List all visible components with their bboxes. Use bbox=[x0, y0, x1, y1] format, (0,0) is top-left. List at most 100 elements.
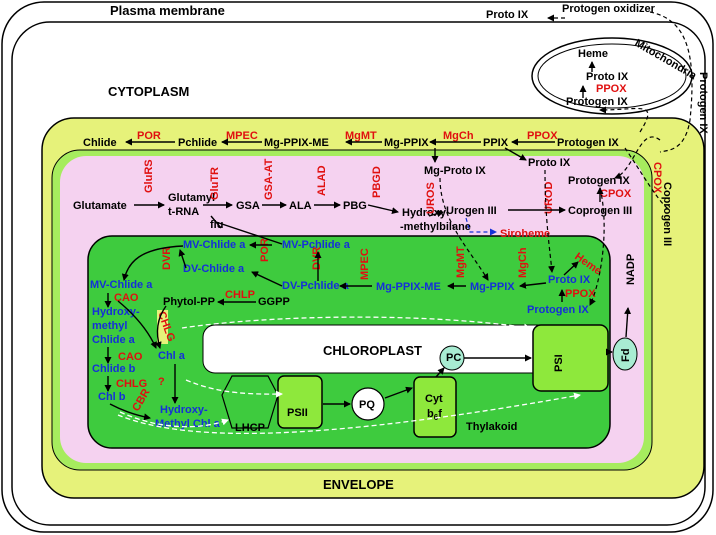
dash-coprogen-export bbox=[624, 147, 671, 211]
cyt-label: Cyt bbox=[425, 393, 443, 405]
outer-proto-ix: Proto IX bbox=[486, 9, 529, 21]
psii-label: PSII bbox=[287, 407, 308, 419]
arrow-cyt-pc bbox=[435, 367, 445, 378]
chl-transport-arrows bbox=[117, 316, 581, 435]
env-cpox: CPOX bbox=[651, 162, 663, 194]
fd-carrier bbox=[612, 337, 638, 371]
fd-label: Fd bbox=[620, 349, 632, 362]
lhcp-complex bbox=[221, 375, 279, 429]
pathway-arrows bbox=[104, 61, 632, 421]
plasma-membrane-label: Plasma membrane bbox=[110, 3, 225, 18]
thyl-ppox: PPOX bbox=[565, 288, 596, 300]
dash-mgprotoix-mgppix bbox=[439, 177, 489, 281]
mgmt-enzyme: MgMT bbox=[455, 246, 467, 278]
dvr-enzyme-left: DVR bbox=[161, 247, 173, 270]
flu-inhibition-line bbox=[215, 221, 283, 245]
hydroxy-label: Hydroxy- bbox=[92, 306, 140, 318]
psii-complex bbox=[277, 375, 323, 429]
uros-enzyme: UROS bbox=[425, 182, 437, 214]
cao-enzyme-2: CAO bbox=[118, 351, 143, 363]
env-coprogen-iii: Coprogen III bbox=[661, 182, 673, 246]
chlide-a-label: Chlide a bbox=[92, 334, 136, 346]
methylbilane: -methylbilane bbox=[400, 221, 471, 233]
dvr-enzyme-right: DVR bbox=[311, 247, 323, 270]
psi-label: PSI bbox=[553, 354, 565, 372]
mg-ppix-me-thyl: Mg-PPIX-ME bbox=[376, 281, 441, 293]
env-mgmt: MgMT bbox=[345, 130, 377, 142]
glurs-enzyme: GluRS bbox=[143, 159, 155, 193]
dash-chla-psii bbox=[185, 379, 283, 398]
envelope-label: ENVELOPE bbox=[323, 477, 394, 492]
dash-outer-protogen bbox=[649, 11, 693, 153]
dash-protoix-thyl bbox=[544, 169, 555, 273]
thylakoid-label: Thylakoid bbox=[466, 421, 517, 433]
coprogen-iii: Coprogen III bbox=[568, 205, 632, 217]
mito-protogen-ix: Protogen IX bbox=[566, 96, 628, 108]
hydroxy-methyl-2: Methyl Chl a bbox=[155, 418, 221, 430]
dash-protogen-thyl bbox=[589, 187, 605, 306]
env-ppix: PPIX bbox=[483, 137, 509, 149]
ala: ALA bbox=[289, 200, 312, 212]
transport-arrows bbox=[439, 11, 693, 306]
chlg-enzyme-1: CHLG bbox=[116, 378, 147, 390]
mgch-enzyme: MgCh bbox=[517, 247, 529, 278]
hydroxy-methyl-1: Hydroxy- bbox=[160, 404, 208, 416]
outer-protogen-ix: Protogen IX bbox=[697, 72, 709, 134]
env-protogen-ix: Protogen IX bbox=[557, 137, 619, 149]
thyl-protogen-ix: Protogen IX bbox=[527, 304, 589, 316]
arrow-mvchlide-left bbox=[121, 245, 184, 281]
dash-chlb-lhcp bbox=[119, 411, 229, 428]
hydroxy: Hydroxy bbox=[402, 207, 447, 219]
chlg-highlight bbox=[157, 310, 168, 344]
mg-ppix-thyl: Mg-PPIX bbox=[470, 281, 515, 293]
mito-proto-ix: Proto IX bbox=[586, 71, 629, 83]
arrow-pbg-hydroxy bbox=[367, 204, 399, 215]
arrow-dvchlide-mvchlide bbox=[178, 249, 187, 269]
arrow-chlide-chla bbox=[117, 300, 157, 349]
stroma-proto-ix: Proto IX bbox=[528, 157, 571, 169]
arrow-phytol-chla bbox=[154, 305, 167, 349]
pc-label: PC bbox=[446, 352, 461, 364]
env-mg-ppix-me: Mg-PPIX-ME bbox=[264, 137, 329, 149]
arrow-chlb-hydroxy bbox=[109, 403, 151, 421]
mv-chlide-a-left: MV-Chlide a bbox=[90, 279, 153, 291]
env-pchlide: Pchlide bbox=[178, 137, 217, 149]
pq-label: PQ bbox=[359, 399, 375, 411]
arrow-protoix-mgppix bbox=[519, 281, 547, 289]
pbgd-enzyme: PBGD bbox=[371, 166, 383, 198]
pbg: PBG bbox=[343, 200, 367, 212]
mpec-enzyme: MPEC bbox=[359, 248, 371, 280]
glutamate: Glutamate bbox=[73, 200, 127, 212]
env-ppox: PPOX bbox=[527, 130, 558, 142]
arrow-protoix-heme bbox=[563, 261, 579, 276]
question-mark: ? bbox=[158, 376, 165, 388]
arrow-ppix-protoix bbox=[504, 147, 527, 161]
chloroplast-label: CHLOROPLAST bbox=[323, 343, 422, 358]
dash-urogen-siroheme bbox=[465, 217, 497, 236]
por-enzyme: POR bbox=[259, 238, 271, 262]
t-rna: t-RNA bbox=[168, 206, 199, 218]
chlide-b: Chlide b bbox=[92, 363, 136, 375]
psi-complex bbox=[532, 324, 609, 392]
arrow-hydroxy-urogen bbox=[428, 210, 444, 218]
env-mg-ppix: Mg-PPIX bbox=[384, 137, 429, 149]
mg-proto-ix: Mg-Proto IX bbox=[424, 165, 486, 177]
protogen-oxidizer-label: Protogen oxidizer bbox=[562, 3, 656, 15]
methyl-label: methyl bbox=[92, 320, 127, 332]
gsa-at-enzyme: GSA-AT bbox=[263, 158, 275, 200]
mito-ppox: PPOX bbox=[596, 83, 627, 95]
chl-b: Chl b bbox=[98, 391, 126, 403]
nadp-label: NADP bbox=[625, 254, 637, 285]
stroma-protogen-ix: Protogen IX bbox=[568, 175, 630, 187]
phytol-pp: Phytol-PP bbox=[163, 296, 215, 308]
mv-pchlide-a: MV-Pchlide a bbox=[282, 239, 351, 251]
glutr-enzyme: GluTR bbox=[209, 167, 221, 200]
pq-carrier bbox=[351, 387, 385, 421]
mv-chlide-a-top: MV-Chlide a bbox=[183, 239, 246, 251]
chlp-enzyme: CHLP bbox=[225, 289, 255, 301]
siroheme: Siroheme bbox=[500, 228, 550, 240]
lhcp-label: LHCP bbox=[235, 422, 265, 434]
dv-pchlide-a: DV-Pchlide a bbox=[282, 280, 350, 292]
env-por: POR bbox=[137, 130, 161, 142]
gsa: GSA bbox=[236, 200, 260, 212]
